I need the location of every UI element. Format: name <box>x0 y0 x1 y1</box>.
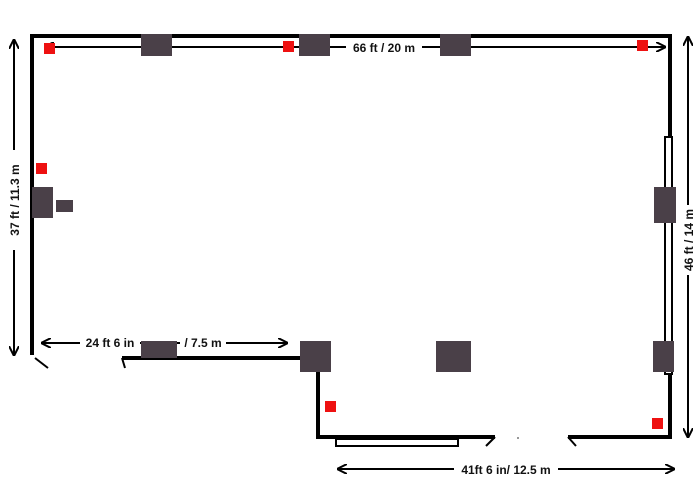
fixture <box>299 34 330 56</box>
fixture <box>141 34 172 56</box>
marker <box>652 418 663 429</box>
fixture <box>300 341 331 372</box>
fixture <box>653 341 674 372</box>
door-swing-bottom-left <box>485 436 496 447</box>
door-swing-bottom-right <box>567 436 577 447</box>
inner-width-label-part2: / 7.5 m <box>184 336 221 350</box>
marker <box>36 163 47 174</box>
door-swing-left <box>34 357 49 369</box>
fixture <box>32 187 53 218</box>
fixtures <box>32 34 676 372</box>
marker <box>325 401 336 412</box>
door-swing-inner <box>121 357 126 369</box>
markers <box>36 40 663 429</box>
outer-wall <box>30 34 672 439</box>
marker <box>44 43 55 54</box>
fixture <box>141 341 177 358</box>
fixture <box>654 187 676 223</box>
marker <box>283 41 294 52</box>
walls <box>30 34 672 447</box>
window-right <box>664 136 673 375</box>
dimension-labels: 66 ft / 20 m 37 ft / 11.3 m 46 ft / 14 m… <box>6 39 698 478</box>
top-width-label: 66 ft / 20 m <box>353 41 415 55</box>
windows <box>335 136 673 447</box>
dimension-arrows <box>14 37 688 469</box>
inner-wall <box>122 356 495 439</box>
stray-dot <box>517 437 519 439</box>
right-height-label: 46 ft / 14 m <box>682 209 696 271</box>
fixture <box>440 34 471 56</box>
left-height-label: 37 ft / 11.3 m <box>8 164 22 235</box>
marker <box>637 40 648 51</box>
window-bottom <box>335 438 459 447</box>
fixture <box>56 200 73 212</box>
inner-width-label-part1: 24 ft 6 in <box>86 336 135 350</box>
bottom-width-label: 41ft 6 in/ 12.5 m <box>461 463 550 477</box>
fixture <box>436 341 471 372</box>
